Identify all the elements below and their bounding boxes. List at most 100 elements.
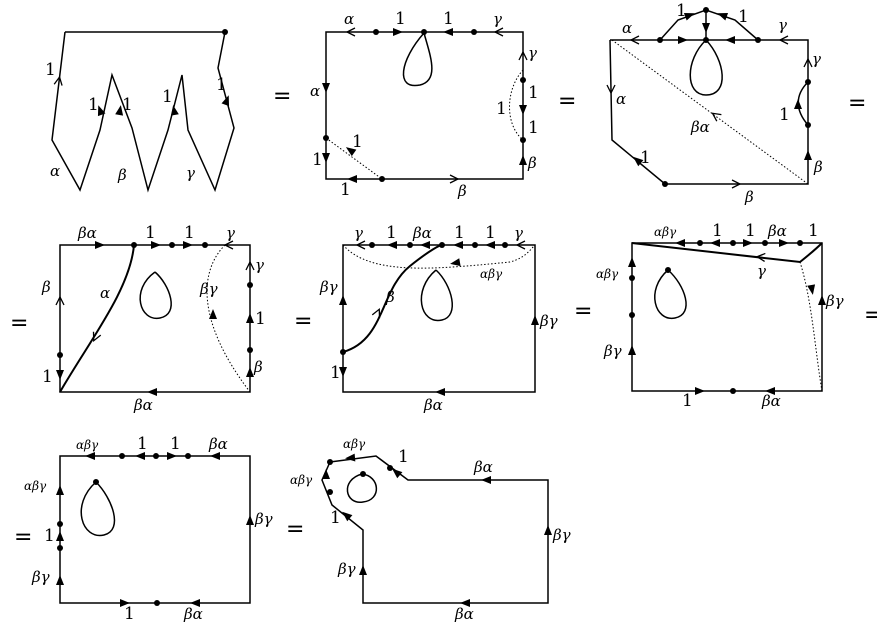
equals-sign: = [14, 525, 32, 550]
label-1: 1 [42, 367, 53, 387]
label-1: 1 [184, 223, 195, 243]
label-1: 1 [738, 7, 749, 27]
label-beta-alpha: βα [473, 458, 493, 476]
label-1: 1 [145, 223, 156, 243]
label-1: 1 [712, 221, 723, 241]
label-beta-alpha: βα [412, 224, 432, 242]
label-beta: β [744, 188, 754, 206]
label-alpha: α [344, 10, 354, 28]
label-1: 1 [779, 105, 790, 125]
label-beta: β [527, 154, 537, 172]
panel-5: γ 1 βα 1 1 γ αβγ βγ β βγ 1 βα [319, 223, 558, 414]
label-beta-gamma: βγ [539, 312, 558, 330]
label-beta-alpha: βα [454, 605, 474, 623]
label-1: 1 [45, 60, 56, 80]
label-gamma: γ [226, 224, 235, 242]
equals-sign: = [864, 303, 877, 328]
label-beta-alpha: βα [77, 224, 97, 242]
label-1: 1 [640, 148, 651, 168]
label-beta-gamma: βγ [603, 342, 622, 360]
label-beta: β [117, 166, 127, 184]
label-alpha: α [100, 284, 110, 302]
label-gamma: γ [778, 16, 787, 34]
label-gamma: γ [757, 262, 766, 280]
label-1: 1 [528, 83, 539, 103]
label-1: 1 [255, 309, 266, 329]
label-gamma: γ [186, 164, 195, 182]
label-gamma: γ [354, 224, 363, 242]
label-1: 1 [352, 132, 363, 152]
label-gamma: γ [493, 10, 502, 28]
label-gamma: γ [812, 50, 821, 68]
label-1: 1 [124, 604, 135, 624]
label-alpha: α [310, 82, 320, 100]
label-alpha-beta-gamma: αβγ [24, 479, 47, 493]
label-alpha-beta-gamma: αβγ [596, 267, 619, 281]
label-alpha: α [616, 90, 626, 108]
label-beta: β [41, 278, 51, 296]
label-beta-gamma: βγ [254, 510, 273, 528]
label-beta-gamma: βγ [319, 278, 338, 296]
label-1: 1 [330, 508, 341, 528]
label-1: 1 [443, 9, 454, 29]
label-beta-gamma: βγ [552, 526, 571, 544]
label-alpha: α [50, 162, 60, 180]
label-1: 1 [137, 434, 148, 454]
label-beta: β [385, 288, 395, 306]
label-1: 1 [122, 95, 133, 115]
label-gamma: γ [255, 256, 264, 274]
label-1: 1 [682, 391, 693, 411]
label-beta-gamma: βγ [825, 292, 844, 310]
equals-sign: = [10, 311, 28, 336]
label-alpha-beta-gamma: αβγ [343, 437, 366, 451]
label-1: 1 [528, 118, 539, 138]
label-beta-alpha: βα [183, 605, 203, 623]
label-1: 1 [395, 9, 406, 29]
label-1: 1 [676, 1, 687, 21]
label-1: 1 [340, 180, 351, 200]
label-alpha-beta-gamma: αβγ [290, 473, 313, 487]
panel-4: βα 1 1 γ γ 1 β βγ β α 1 βα [41, 223, 266, 414]
label-beta-alpha: βα [690, 118, 710, 136]
label-alpha-beta-gamma: αβγ [654, 225, 677, 239]
panel-7: αβγ 1 1 βα αβγ 1 βγ βγ 1 βα [24, 434, 273, 624]
label-beta-gamma: βγ [199, 280, 218, 298]
equals-sign: = [273, 84, 291, 109]
equals-sign: = [294, 309, 312, 334]
label-1: 1 [745, 221, 756, 241]
label-alpha-beta-gamma: αβγ [76, 438, 99, 452]
label-1: 1 [312, 150, 323, 170]
label-beta: β [813, 158, 823, 176]
equals-sign: = [558, 89, 576, 114]
label-alpha: α [622, 19, 632, 37]
label-1: 1 [88, 95, 99, 115]
panel-1: 1 1 1 1 1 α β γ [45, 29, 235, 193]
equals-sign: = [848, 91, 866, 116]
label-1: 1 [216, 75, 227, 95]
label-1: 1 [496, 99, 507, 119]
label-beta: β [253, 358, 263, 376]
label-1: 1 [170, 434, 181, 454]
label-gamma: γ [528, 44, 537, 62]
label-beta-alpha: βα [767, 222, 787, 240]
label-1: 1 [330, 363, 341, 383]
panel-3: α 1 1 γ γ 1 β α 1 βα β [606, 1, 823, 206]
label-1: 1 [44, 526, 55, 546]
label-beta-gamma: βγ [31, 568, 50, 586]
label-1: 1 [162, 87, 173, 107]
label-beta-alpha: βα [133, 396, 153, 414]
label-1: 1 [485, 223, 496, 243]
label-beta-alpha: βα [761, 392, 781, 410]
label-1: 1 [808, 221, 819, 241]
label-beta: β [457, 182, 467, 200]
panel-2: α 1 1 γ γ 1 1 1 β α 1 1 1 β [310, 9, 539, 200]
label-1: 1 [454, 223, 465, 243]
label-beta-alpha: βα [208, 435, 228, 453]
label-beta-gamma: βγ [337, 560, 356, 578]
equals-sign: = [286, 517, 304, 542]
label-alpha-beta-gamma: αβγ [480, 267, 503, 281]
label-beta-alpha: βα [423, 396, 443, 414]
label-1: 1 [386, 223, 397, 243]
label-gamma: γ [514, 224, 523, 242]
